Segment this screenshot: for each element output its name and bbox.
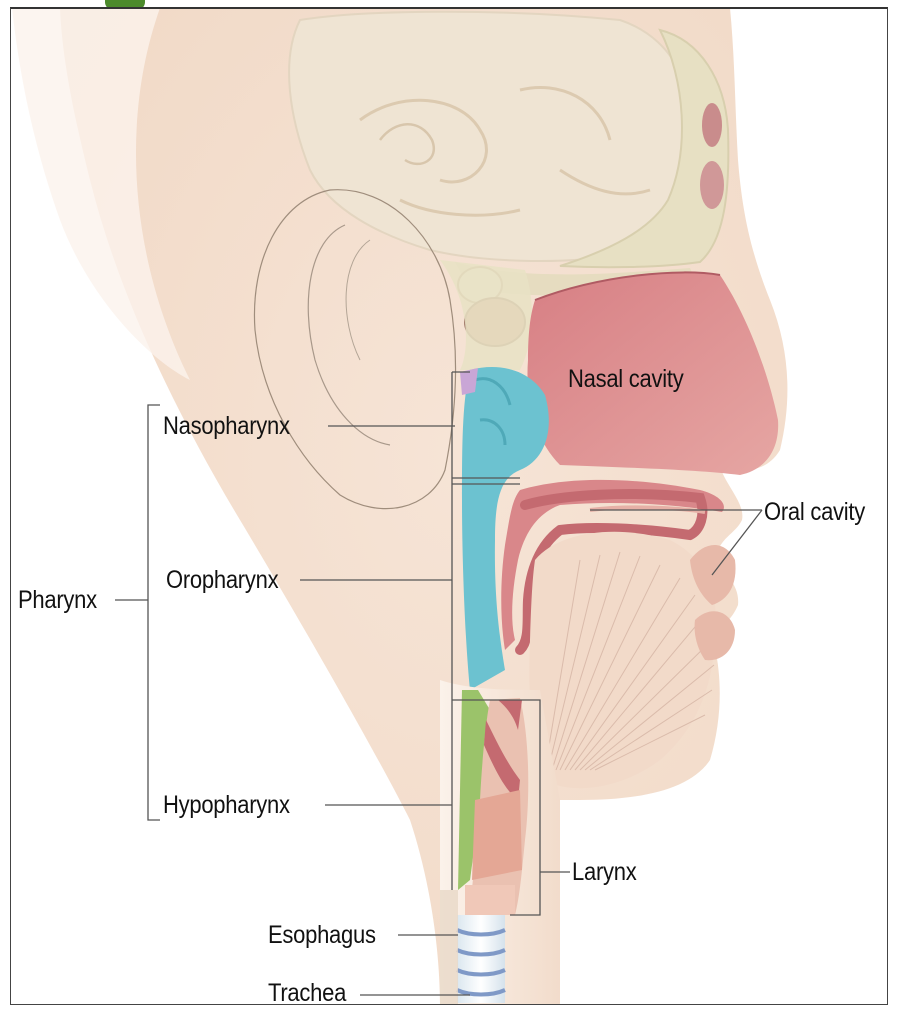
label-oropharynx: Oropharynx (166, 565, 278, 595)
pharynx-bracket (148, 405, 160, 820)
label-larynx: Larynx (572, 857, 636, 887)
label-hypopharynx: Hypopharynx (163, 790, 290, 820)
label-oral-cavity: Oral cavity (764, 497, 865, 527)
label-nasopharynx: Nasopharynx (163, 411, 290, 441)
label-trachea: Trachea (268, 978, 346, 1008)
label-pharynx: Pharynx (18, 585, 97, 615)
label-nasal-cavity: Nasal cavity (568, 364, 683, 394)
trachea-shape (457, 915, 505, 1003)
label-esophagus: Esophagus (268, 920, 376, 950)
